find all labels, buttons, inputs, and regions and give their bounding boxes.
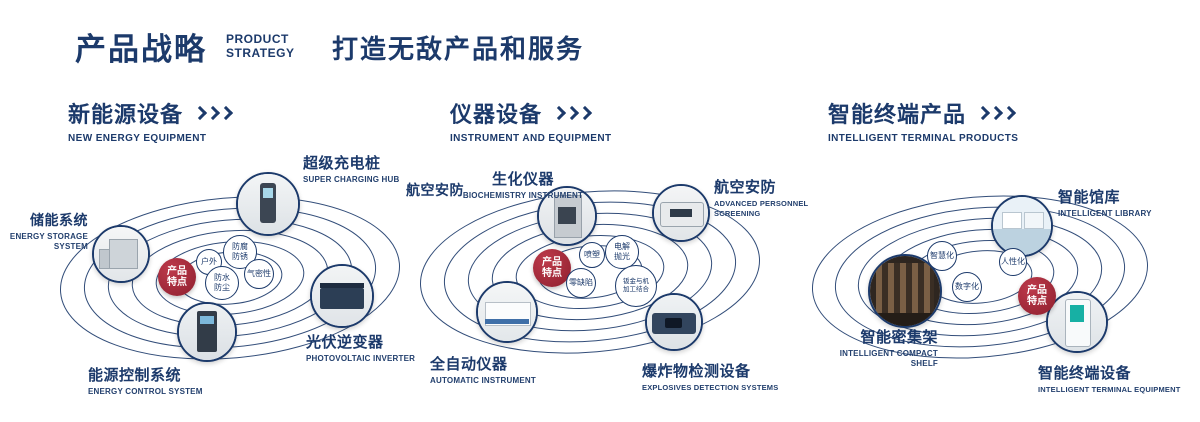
triple-chevron-icon	[551, 105, 593, 121]
product-features-badge: 产品特点	[533, 249, 571, 287]
energy-storage-photo	[92, 225, 150, 283]
page-title-en-line1: PRODUCT	[226, 32, 289, 46]
personnel-screening-label: 航空安防 ADVANCED PERSONNEL SCREENING	[714, 179, 809, 218]
automatic-instrument-image	[478, 283, 536, 341]
page-title-en-line2: STRATEGY	[226, 45, 295, 60]
energy-storage-image	[94, 227, 148, 281]
aviation-security-side-label: 航空安防	[406, 182, 464, 198]
section-subtitle-new-energy: NEW ENERGY EQUIPMENT	[68, 133, 207, 144]
feature-bubble: 智慧化	[927, 241, 957, 271]
intelligent-compact-shelf-image	[870, 256, 940, 326]
product-features-badge: 产品特点	[158, 258, 196, 296]
feature-bubble: 喷塑	[579, 242, 605, 268]
biochemistry-instrument-image	[539, 188, 595, 244]
energy-control-label: 能源控制系统 ENERGY CONTROL SYSTEM	[88, 367, 203, 396]
feature-bubble: 防水防尘	[205, 266, 239, 300]
explosives-detection-photo	[645, 293, 703, 351]
section-subtitle-instruments: INSTRUMENT AND EQUIPMENT	[450, 133, 612, 144]
feature-bubble: 人性化	[999, 248, 1027, 276]
pv-inverter-photo	[310, 264, 374, 328]
automatic-instrument-photo	[476, 281, 538, 343]
page-slogan: 打造无敌产品和服务	[332, 34, 585, 64]
new-energy-diagram: 超级充电桩 SUPER CHARGING HUB 储能系统 ENERGY STO…	[0, 150, 430, 405]
section-header-instruments: 仪器设备 INSTRUMENT AND EQUIPMENT	[450, 97, 611, 144]
product-features-badge: 产品特点	[1018, 277, 1056, 315]
personnel-screening-image	[654, 186, 708, 240]
biochemistry-instrument-photo	[537, 186, 597, 246]
intelligent-compact-shelf-photo	[868, 254, 942, 328]
intelligent-terminal-image	[1048, 293, 1106, 351]
explosives-detection-label: 爆炸物检测设备 EXPLOSIVES DETECTION SYSTEMS	[642, 363, 779, 392]
pv-inverter-image	[312, 266, 372, 326]
section-subtitle-intelligent-terminal: INTELLIGENT TERMINAL PRODUCTS	[828, 133, 1019, 144]
automatic-instrument-label: 全自动仪器 AUTOMATIC INSTRUMENT	[430, 356, 536, 385]
feature-bubble: 钣金与机加工结合	[615, 265, 657, 307]
page-title: 产品战略	[75, 32, 207, 67]
intelligent-compact-shelf-label: 智能密集架 INTELLIGENT COMPACT SHELF	[839, 329, 938, 369]
instruments-diagram: 航空安防 生化仪器 BIOCHEMISTRY INSTRUMENT 航空安防 A…	[400, 150, 808, 405]
triple-chevron-icon	[975, 105, 1017, 121]
intelligent-terminal-photo	[1046, 291, 1108, 353]
biochemistry-instrument-label: 生化仪器 BIOCHEMISTRY INSTRUMENT	[462, 171, 584, 200]
feature-bubble: 电解抛光	[605, 235, 639, 269]
triple-chevron-icon	[192, 105, 234, 121]
feature-bubble: 气密性	[244, 259, 274, 289]
energy-storage-label: 储能系统 ENERGY STORAGE SYSTEM	[9, 212, 88, 252]
super-charging-hub-label: 超级充电桩 SUPER CHARGING HUB	[303, 155, 400, 184]
section-header-new-energy: 新能源设备 NEW ENERGY EQUIPMENT	[68, 97, 234, 144]
section-title-instruments: 仪器设备	[450, 102, 543, 127]
energy-control-image	[179, 304, 235, 360]
intelligent-terminal-label: 智能终端设备 INTELLIGENT TERMINAL EQUIPMENT	[1038, 365, 1181, 394]
intelligent-terminal-diagram: 智能馆库 INTELLIGENT LIBRARY 智能密集架 INTELLIGE…	[800, 150, 1200, 405]
intelligent-library-label: 智能馆库 INTELLIGENT LIBRARY	[1058, 189, 1152, 218]
super-charging-hub-image	[238, 174, 298, 234]
page-title-en: PRODUCT STRATEGY	[226, 32, 295, 61]
section-title-new-energy: 新能源设备	[68, 102, 184, 127]
personnel-screening-photo	[652, 184, 710, 242]
intelligent-library-image	[993, 197, 1051, 255]
feature-bubble: 数字化	[952, 272, 982, 302]
section-header-intelligent-terminal: 智能终端产品 INTELLIGENT TERMINAL PRODUCTS	[828, 97, 1018, 144]
explosives-detection-image	[647, 295, 701, 349]
intelligent-library-photo	[991, 195, 1053, 257]
section-title-intelligent-terminal: 智能终端产品	[828, 102, 967, 127]
energy-control-photo	[177, 302, 237, 362]
super-charging-hub-photo	[236, 172, 300, 236]
feature-bubble: 零缺陷	[566, 268, 596, 298]
pv-inverter-label: 光伏逆变器 PHOTOVOLTAIC INVERTER	[306, 334, 416, 363]
